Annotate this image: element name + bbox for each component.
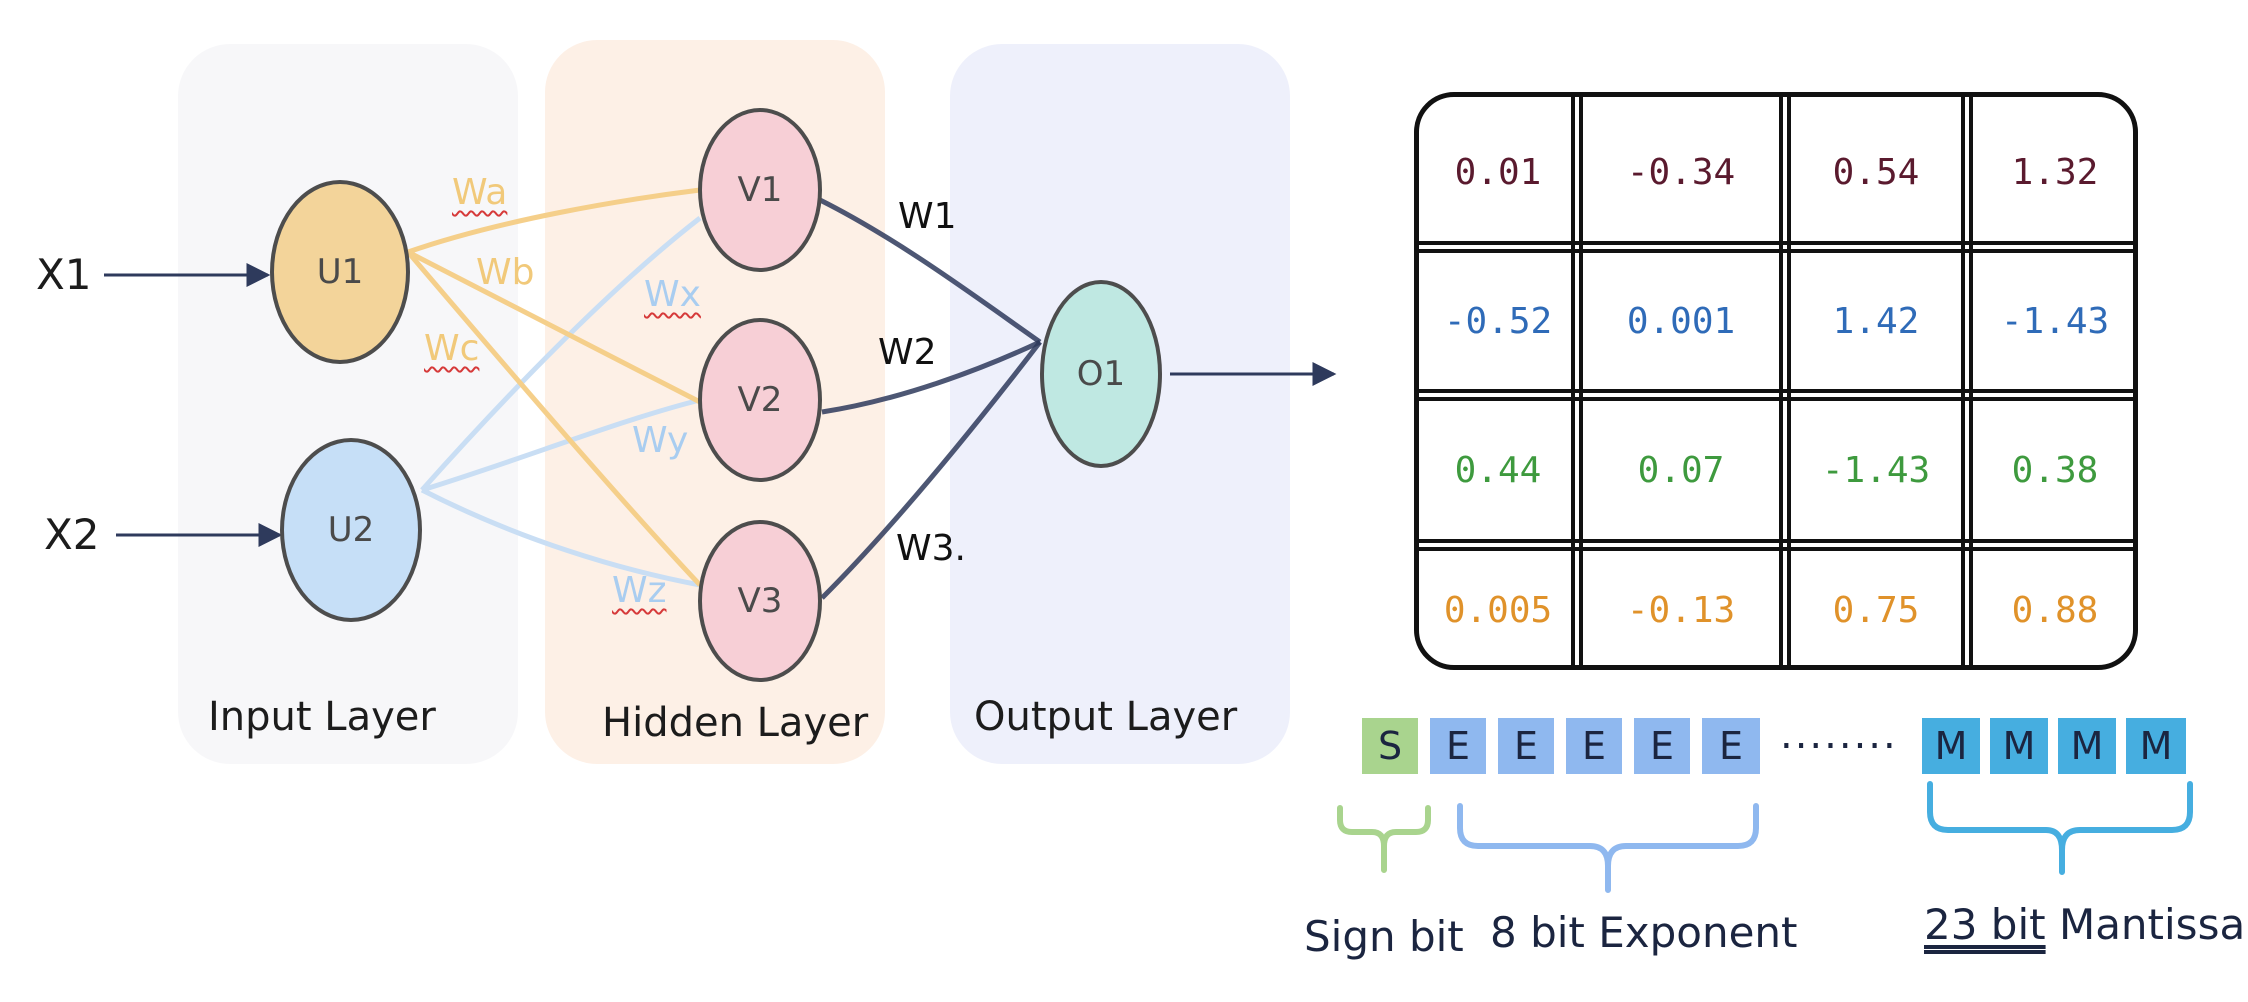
matrix-cell: 0.01: [1454, 151, 1542, 193]
mantissa-count-label: 23 bit: [1924, 900, 2046, 949]
weight-wz-label: Wz: [612, 570, 667, 611]
weight-wa-label: Wa: [452, 172, 508, 213]
matrix-cell: 0.07: [1637, 449, 1725, 491]
sign-bit-box: S: [1362, 718, 1418, 774]
matrix-grid-line: [1779, 97, 1783, 665]
exponent-bit-box: E: [1634, 718, 1690, 774]
matrix-cell: 0.005: [1443, 589, 1553, 631]
input-layer-panel: [178, 44, 518, 764]
node-v1: V1: [698, 108, 822, 272]
matrix-cell: -1.43: [2000, 300, 2110, 342]
mantissa-bit-box: M: [2058, 718, 2116, 774]
edge-u1-v2: [406, 249, 702, 405]
matrix-grid-line: [1571, 97, 1575, 665]
output-layer-label: Output Layer: [974, 694, 1238, 740]
matrix-cell: 0.44: [1454, 449, 1542, 491]
weight-wx-label: Wx: [644, 274, 701, 315]
edge-u1-v1: [407, 187, 701, 255]
matrix-grid-line: [1419, 539, 2133, 543]
mantissa-brace: [1927, 781, 2193, 875]
weight-w1-label: W1: [898, 196, 957, 237]
matrix-grid-line: [1969, 97, 1973, 665]
exponent-bit-box: E: [1498, 718, 1554, 774]
mantissa-bit-box: M: [1990, 718, 2048, 774]
node-u2: U2: [280, 438, 422, 622]
mantissa-word-label: Mantissa: [2058, 900, 2246, 949]
exponent-brace: [1457, 803, 1759, 893]
edge-v2-o1: [821, 339, 1042, 415]
node-o1: O1: [1040, 280, 1162, 468]
matrix-cell: 0.001: [1626, 300, 1736, 342]
exponent-bit-box: E: [1702, 718, 1760, 774]
matrix-cell: 0.54: [1832, 151, 1920, 193]
matrix-cell: 0.75: [1832, 589, 1920, 631]
matrix-grid-line: [1419, 241, 2133, 245]
sign-bit-label: Sign bit: [1304, 912, 1464, 961]
weight-wb-label: Wb: [476, 252, 535, 293]
matrix-grid-line: [1961, 97, 1965, 665]
matrix-cell: 0.38: [2011, 449, 2099, 491]
sign-brace: [1337, 805, 1431, 873]
node-v2: V2: [698, 318, 822, 482]
input-x2-label: X2: [44, 510, 100, 559]
mantissa-bit-box: M: [1922, 718, 1980, 774]
mantissa-bit-box: M: [2126, 718, 2186, 774]
weight-matrix: 0.01 -0.34 0.54 1.32 -0.52 0.001 1.42 -1.43 0.44…: [1414, 92, 2138, 670]
exponent-bit-box: E: [1566, 718, 1622, 774]
exponent-label: 8 bit Exponent: [1490, 908, 1798, 957]
input-x1-label: X1: [36, 250, 92, 299]
matrix-cell: 0.88: [2011, 589, 2099, 631]
matrix-cell: -0.34: [1626, 151, 1736, 193]
weight-wy-label: Wy: [632, 420, 689, 461]
node-v3: V3: [698, 520, 822, 682]
matrix-cell: 1.32: [2011, 151, 2099, 193]
matrix-grid-line: [1579, 97, 1583, 665]
edge-u2-v3: [420, 487, 701, 588]
matrix-cell: -0.52: [1443, 300, 1553, 342]
matrix-grid-line: [1419, 547, 2133, 551]
input-layer-label: Input Layer: [208, 694, 436, 740]
matrix-grid-line: [1419, 389, 2133, 393]
matrix-cell: 1.42: [1832, 300, 1920, 342]
mantissa-label: 23 bit Mantissa: [1924, 900, 2245, 949]
matrix-cell: -0.13: [1626, 589, 1736, 631]
exponent-bit-box: E: [1430, 718, 1486, 774]
edge-u1-v3: [406, 250, 702, 587]
matrix-grid-line: [1787, 97, 1791, 665]
bit-ellipsis: ........: [1780, 712, 1898, 758]
weight-w3-label: W3.: [896, 528, 966, 569]
matrix-cell: -1.43: [1821, 449, 1931, 491]
node-u1: U1: [270, 180, 410, 364]
edge-v3-o1: [820, 340, 1042, 600]
edge-v1-o1: [818, 197, 1042, 345]
weight-wc-label: Wc: [424, 328, 480, 369]
weight-w2-label: W2: [878, 332, 937, 373]
matrix-grid-line: [1419, 249, 2133, 253]
matrix-grid-line: [1419, 397, 2133, 401]
hidden-layer-label: Hidden Layer: [602, 700, 869, 746]
